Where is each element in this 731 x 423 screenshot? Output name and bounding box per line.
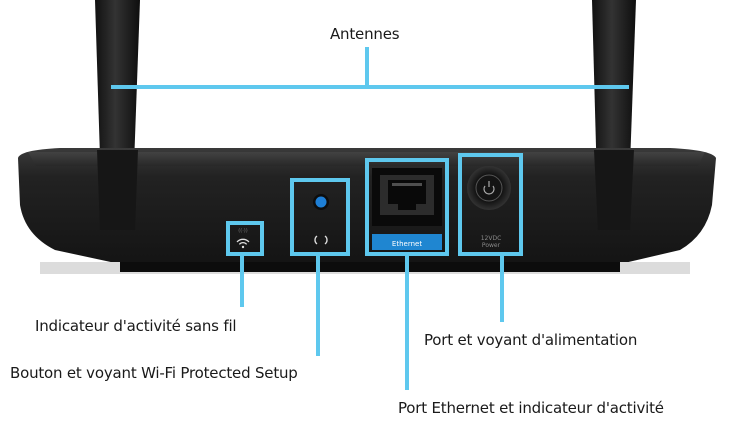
power-jack: 12VDC Power [467,166,511,249]
label-wifi-activity: Indicateur d'activité sans fil [35,317,237,335]
label-antennas: Antennes [330,25,400,43]
label-ethernet-port: Port Ethernet et indicateur d'activité [398,399,664,417]
wifi-activity-led: ((·)) [236,228,250,249]
label-wps: Bouton et voyant Wi-Fi Protected Setup [10,364,298,382]
ethernet-marking: Ethernet [392,240,422,248]
callout-power [458,153,523,322]
ethernet-port: Ethernet [372,168,442,250]
callout-wifi-activity [226,221,264,307]
callout-antennas [111,47,629,89]
wifi-icon [236,238,250,249]
callout-ethernet [365,158,449,390]
callout-wps [290,178,350,356]
wps-icon [314,235,328,245]
power-rating-marking: 12VDC [481,235,502,242]
label-power: Port et voyant d'alimentation [424,331,638,349]
power-icon [483,181,495,195]
wifi-led-tiny-mark: ((·)) [238,228,247,234]
wps-button [313,194,329,245]
power-word-marking: Power [482,242,501,249]
